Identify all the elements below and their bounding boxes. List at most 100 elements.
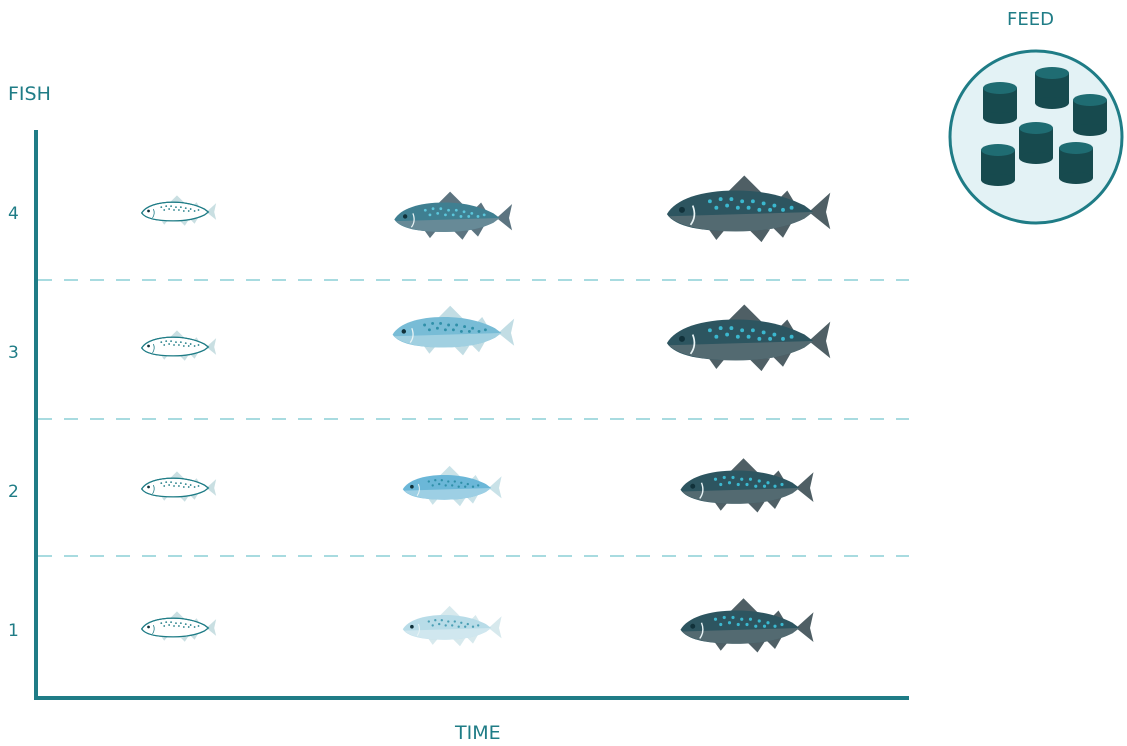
fish-spot [190,208,192,210]
fish-pelvic-fin [452,498,465,506]
fish-spot [758,619,761,622]
fish-spot [484,328,487,331]
fish-spot [194,210,196,212]
fish-spot [780,623,783,626]
feed-icon [950,51,1122,223]
fish-spot [749,478,752,481]
fish-spot [429,214,432,217]
fish-spot [745,623,748,626]
fish-spot [458,486,460,488]
fish-spot [441,479,443,481]
pellet-bottom [1019,152,1053,164]
fish-eye [690,484,695,489]
fish-tail [498,319,514,346]
fish-spot [723,476,726,479]
fish-spot [194,626,196,628]
fish-spot [194,486,196,488]
fish-spot [168,484,170,486]
fish-spot [183,626,185,628]
fish-spot [780,483,783,486]
fish-medium-row-4 [394,192,512,240]
fish-spot [460,330,463,333]
fish-spot [165,621,167,623]
fish-spot [428,328,431,331]
fish-spot [751,328,755,332]
pellet-bottom [1073,124,1107,136]
fish-spot [173,209,175,211]
fish-spot [477,624,479,626]
fish-spot [458,626,460,628]
fish-spot [714,478,717,481]
fish-spot [745,483,748,486]
fish-spot [188,345,190,347]
fish-spot [447,209,450,212]
fish-pelvic-fin [453,346,469,356]
fish-eye [147,210,150,213]
pellet-bottom [1035,97,1069,109]
fish-dorsal-fin [439,466,460,476]
fish-spot [454,480,456,482]
fish-eye [410,625,414,629]
fish-layer [142,175,831,652]
fish-spot [460,482,462,484]
fish-spot [729,197,733,201]
fish-spot [723,616,726,619]
fish-spot [464,626,466,628]
fish-spot [725,333,729,337]
fish-spot [445,624,447,626]
fish-large-row-1 [681,598,814,652]
fish-spot [170,481,172,483]
fish-spot [173,344,175,346]
fish-spot [439,207,442,210]
fish-spot [168,624,170,626]
fish-spot [452,214,455,217]
fish-eye [402,329,406,333]
fish-spot [434,479,436,481]
fish-spot [719,197,723,201]
fish-small-row-2 [142,471,216,501]
fish-spot [768,208,772,212]
fish-tail [497,204,512,230]
fish-spot [773,485,776,488]
fish-eye [690,624,695,629]
row-label-1: 1 [8,621,19,641]
fish-dorsal-fin [730,598,758,612]
fish-spot [423,324,426,327]
fish-spot [441,619,443,621]
fish-spot [452,328,455,331]
fish-medium-row-1 [403,606,502,646]
fish-pelvic-fin [749,358,771,371]
fish-spot [185,342,187,344]
fish-small-row-3 [142,330,216,360]
fish-spot [163,485,165,487]
fish-pelvic-fin [453,230,469,239]
fish-spot [708,199,712,203]
fish-spot [185,623,187,625]
fish-spot [740,618,743,621]
fish-spot [436,212,439,215]
fish-spot [460,622,462,624]
fish-eye [679,207,685,213]
fish-spot [728,481,731,484]
fish-medium-row-3 [393,306,515,356]
fish-tail [489,476,502,498]
fish-spot [471,327,474,330]
fish-dorsal-fin [439,606,460,616]
fish-spot [428,480,430,482]
fish-tail [796,472,814,502]
fish-spot [731,476,734,479]
fish-spot [725,204,729,208]
fish-spot [762,330,766,334]
fish-spot [178,485,180,487]
fish-spot [190,484,192,486]
fish-spot [781,337,785,341]
fish-spot [178,344,180,346]
fish-spot [185,207,187,209]
pellet-bottom [983,112,1017,124]
fish-dorsal-fin [727,304,761,321]
feed-pellet [1035,67,1069,109]
fish-spot [751,199,755,203]
fish-spot [773,625,776,628]
fish-spot [163,344,165,346]
fish-spot [178,625,180,627]
